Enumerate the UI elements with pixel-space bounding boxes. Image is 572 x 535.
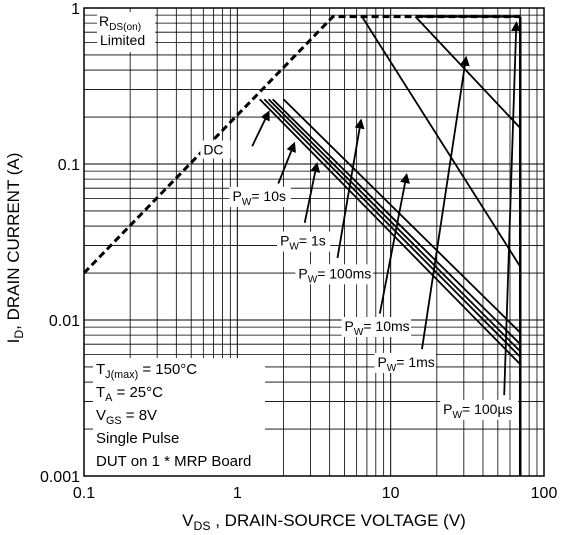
series-line xyxy=(272,98,521,345)
series-arrow xyxy=(378,173,410,314)
series-lines xyxy=(82,15,522,476)
rds-limited-label: Limited xyxy=(100,32,145,48)
series-arrow xyxy=(303,162,321,223)
label-background xyxy=(295,264,374,285)
conditions-background xyxy=(93,358,265,477)
label-background xyxy=(341,317,412,338)
series-line xyxy=(282,98,521,334)
series-label: PW= 10s xyxy=(233,188,287,208)
series-arrow xyxy=(277,141,296,184)
label-background xyxy=(97,12,155,52)
y-tick-label: 0.001 xyxy=(40,469,80,486)
label-background xyxy=(277,231,331,252)
series-arrow xyxy=(421,55,470,350)
series-label: PW= 1s xyxy=(280,233,326,253)
series-line xyxy=(263,98,521,358)
series-arrow xyxy=(251,110,270,147)
series-label: DC xyxy=(203,142,223,158)
series-label: PW= 100µs xyxy=(443,401,512,421)
condition-line: Single Pulse xyxy=(96,430,179,447)
series-label: PW= 1ms xyxy=(377,354,434,374)
series-line xyxy=(414,16,521,129)
series-arrow xyxy=(336,118,365,259)
condition-line: TJ(max) = 150°C xyxy=(96,361,197,381)
condition-line: VGS = 8V xyxy=(96,407,157,427)
y-axis-title: ID, DRAIN CURRENT (A) xyxy=(4,153,26,344)
label-background xyxy=(229,186,291,207)
y-tick-label: 1 xyxy=(71,1,80,18)
label-background xyxy=(440,399,518,420)
series-label: PW= 10ms xyxy=(345,318,410,338)
plot-frame xyxy=(83,7,545,477)
series-line xyxy=(267,98,521,352)
rds-on-limit-line xyxy=(82,15,521,275)
x-tick-label: 100 xyxy=(531,485,558,502)
label-background xyxy=(200,140,231,159)
condition-line: TA = 25°C xyxy=(96,384,163,404)
label-background xyxy=(374,352,436,373)
series-label: PW= 100ms xyxy=(298,265,371,285)
y-tick-label: 0.01 xyxy=(49,313,80,330)
condition-line: DUT on 1 * MRP Board xyxy=(96,453,251,470)
x-tick-label: 10 xyxy=(382,485,400,502)
x-axis-title: VDS , DRAIN-SOURCE VOLTAGE (V) xyxy=(182,511,466,533)
y-tick-label: 0.1 xyxy=(58,157,80,174)
series-line xyxy=(361,16,522,268)
x-tick-label: 1 xyxy=(233,485,242,502)
series-arrow xyxy=(503,21,522,396)
rds-on-label: RDS(on) xyxy=(99,13,141,33)
x-tick-label: 0.1 xyxy=(73,485,95,502)
series-line xyxy=(259,98,521,365)
